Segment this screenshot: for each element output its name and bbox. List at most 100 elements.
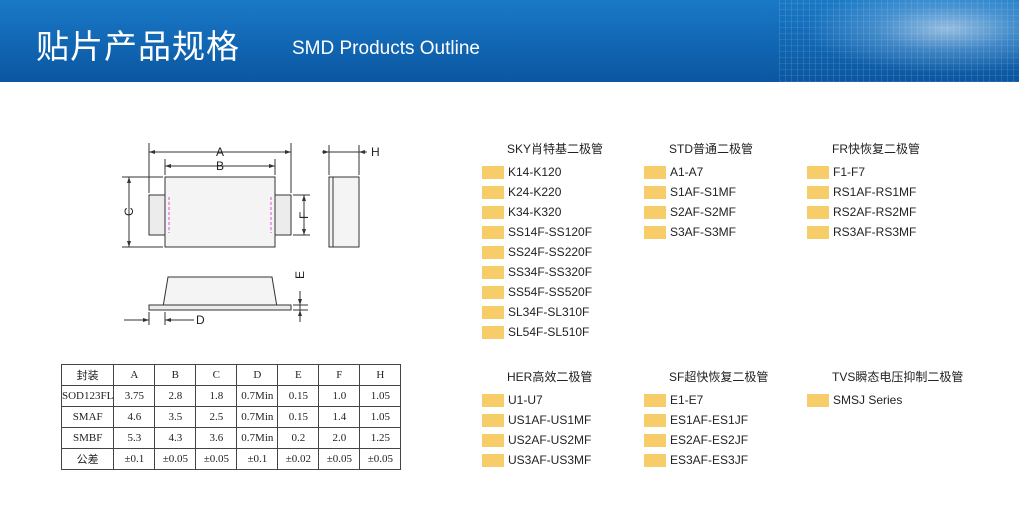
category-title: STD普通二极管 <box>669 142 754 156</box>
product-item: K24-K220 <box>482 182 603 202</box>
table-cell: ±0.05 <box>359 448 402 470</box>
swatch-marker <box>807 185 829 199</box>
product-item: SL54F-SL510F <box>482 322 603 342</box>
swatch-marker <box>482 205 504 219</box>
table-cell: 2.0 <box>318 427 361 449</box>
product-label: SS54F-SS520F <box>508 285 593 299</box>
table-cell: 公差 <box>60 448 115 470</box>
swatch-marker <box>482 165 504 179</box>
table-cell: SMAF <box>60 406 115 428</box>
swatch-marker <box>644 185 666 199</box>
product-item: S1AF-S1MF <box>644 182 753 202</box>
package-outline-drawing: A B C F H E D <box>122 143 380 327</box>
swatch-marker <box>482 185 504 199</box>
table-cell: ±0.05 <box>154 448 197 470</box>
product-label: SS24F-SS220F <box>508 245 593 259</box>
table-header-cell: D <box>236 364 279 386</box>
table-header-cell: 封装 <box>60 364 115 386</box>
product-item: S3AF-S3MF <box>644 222 753 242</box>
dim-label-c: C <box>122 207 136 216</box>
swatch-marker <box>482 453 504 467</box>
product-label: K14-K120 <box>508 165 562 179</box>
table-cell: 1.4 <box>318 406 361 428</box>
world-map-graphic <box>779 0 1019 82</box>
page-title-en: SMD Products Outline <box>292 38 480 59</box>
dim-label-f: F <box>297 212 311 219</box>
top-view-body <box>164 176 276 248</box>
table-header-cell: A <box>113 364 156 386</box>
table-cell: 2.8 <box>154 385 197 407</box>
product-item: F1-F7 <box>807 162 920 182</box>
swatch-marker <box>482 325 504 339</box>
category-title: SF超快恢复二极管 <box>669 370 769 384</box>
header-banner: 贴片产品规格 SMD Products Outline <box>0 0 1019 82</box>
product-item: ES3AF-ES3JF <box>644 450 768 470</box>
product-item: U1-U7 <box>482 390 592 410</box>
table-row: 公差 ±0.1 ±0.05 ±0.05 ±0.1 ±0.02 ±0.05 ±0.… <box>60 448 402 470</box>
table-cell: 1.25 <box>359 427 402 449</box>
swatch-marker <box>644 225 666 239</box>
swatch-marker <box>807 165 829 179</box>
product-label: RS1AF-RS1MF <box>833 185 917 199</box>
table-header-cell: H <box>359 364 402 386</box>
swatch-marker <box>482 413 504 427</box>
swatch-marker <box>644 433 666 447</box>
table-cell: 1.8 <box>195 385 238 407</box>
table-cell: ±0.05 <box>318 448 361 470</box>
product-item: SS24F-SS220F <box>482 242 603 262</box>
table-cell: 4.3 <box>154 427 197 449</box>
product-label: S3AF-S3MF <box>670 225 737 239</box>
category-title: FR快恢复二极管 <box>832 142 920 156</box>
swatch-marker <box>644 413 666 427</box>
table-cell: 3.6 <box>195 427 238 449</box>
category-fr-fast-recovery: FR快恢复二极管 F1-F7 RS1AF-RS1MF RS2AF-RS2MF R… <box>807 140 920 242</box>
dim-label-b: B <box>216 159 224 173</box>
table-cell: ±0.1 <box>113 448 156 470</box>
product-item: S2AF-S2MF <box>644 202 753 222</box>
table-header-cell: F <box>318 364 361 386</box>
table-row: SMAF 4.6 3.5 2.5 0.7Min 0.15 1.4 1.05 <box>60 406 402 428</box>
product-item: RS3AF-RS3MF <box>807 222 920 242</box>
table-cell: 5.3 <box>113 427 156 449</box>
swatch-marker <box>482 225 504 239</box>
product-label: S2AF-S2MF <box>670 205 737 219</box>
dimension-table: 封装 A B C D E F H SOD123FL 3.75 2.8 1.8 0… <box>60 364 402 470</box>
table-header-cell: E <box>277 364 320 386</box>
page-title-cn: 贴片产品规格 <box>36 27 240 66</box>
swatch-marker <box>807 225 829 239</box>
swatch-marker <box>644 453 666 467</box>
table-cell: SMBF <box>60 427 115 449</box>
product-label: SL54F-SL510F <box>508 325 590 339</box>
product-label: A1-A7 <box>670 165 704 179</box>
dim-label-e: E <box>293 271 307 279</box>
top-view-right-lead <box>274 194 292 236</box>
product-label: US2AF-US2MF <box>508 433 592 447</box>
dim-label-a: A <box>216 145 224 159</box>
swatch-marker <box>807 393 829 407</box>
category-tvs: TVS瞬态电压抑制二极管 SMSJ Series <box>807 368 963 410</box>
product-label: ES2AF-ES2JF <box>670 433 749 447</box>
swatch-marker <box>482 393 504 407</box>
product-item: K34-K320 <box>482 202 603 222</box>
swatch-marker <box>644 165 666 179</box>
category-std-standard: STD普通二极管 A1-A7 S1AF-S1MF S2AF-S2MF S3AF-… <box>644 140 753 242</box>
swatch-marker <box>482 433 504 447</box>
table-cell: 0.2 <box>277 427 320 449</box>
swatch-marker <box>482 245 504 259</box>
product-label: ES1AF-ES1JF <box>670 413 749 427</box>
swatch-marker <box>482 285 504 299</box>
product-item: US1AF-US1MF <box>482 410 592 430</box>
product-label: US3AF-US3MF <box>508 453 592 467</box>
table-cell: 0.7Min <box>236 385 279 407</box>
product-item: A1-A7 <box>644 162 753 182</box>
table-cell: 0.15 <box>277 385 320 407</box>
product-item: RS1AF-RS1MF <box>807 182 920 202</box>
product-item: RS2AF-RS2MF <box>807 202 920 222</box>
top-view-left-lead <box>148 194 166 236</box>
product-item: SL34F-SL310F <box>482 302 603 322</box>
product-label: US1AF-US1MF <box>508 413 592 427</box>
category-sf-super-fast: SF超快恢复二极管 E1-E7 ES1AF-ES1JF ES2AF-ES2JF … <box>644 368 768 470</box>
table-cell: 4.6 <box>113 406 156 428</box>
product-item: US3AF-US3MF <box>482 450 592 470</box>
dim-label-d: D <box>196 313 205 327</box>
